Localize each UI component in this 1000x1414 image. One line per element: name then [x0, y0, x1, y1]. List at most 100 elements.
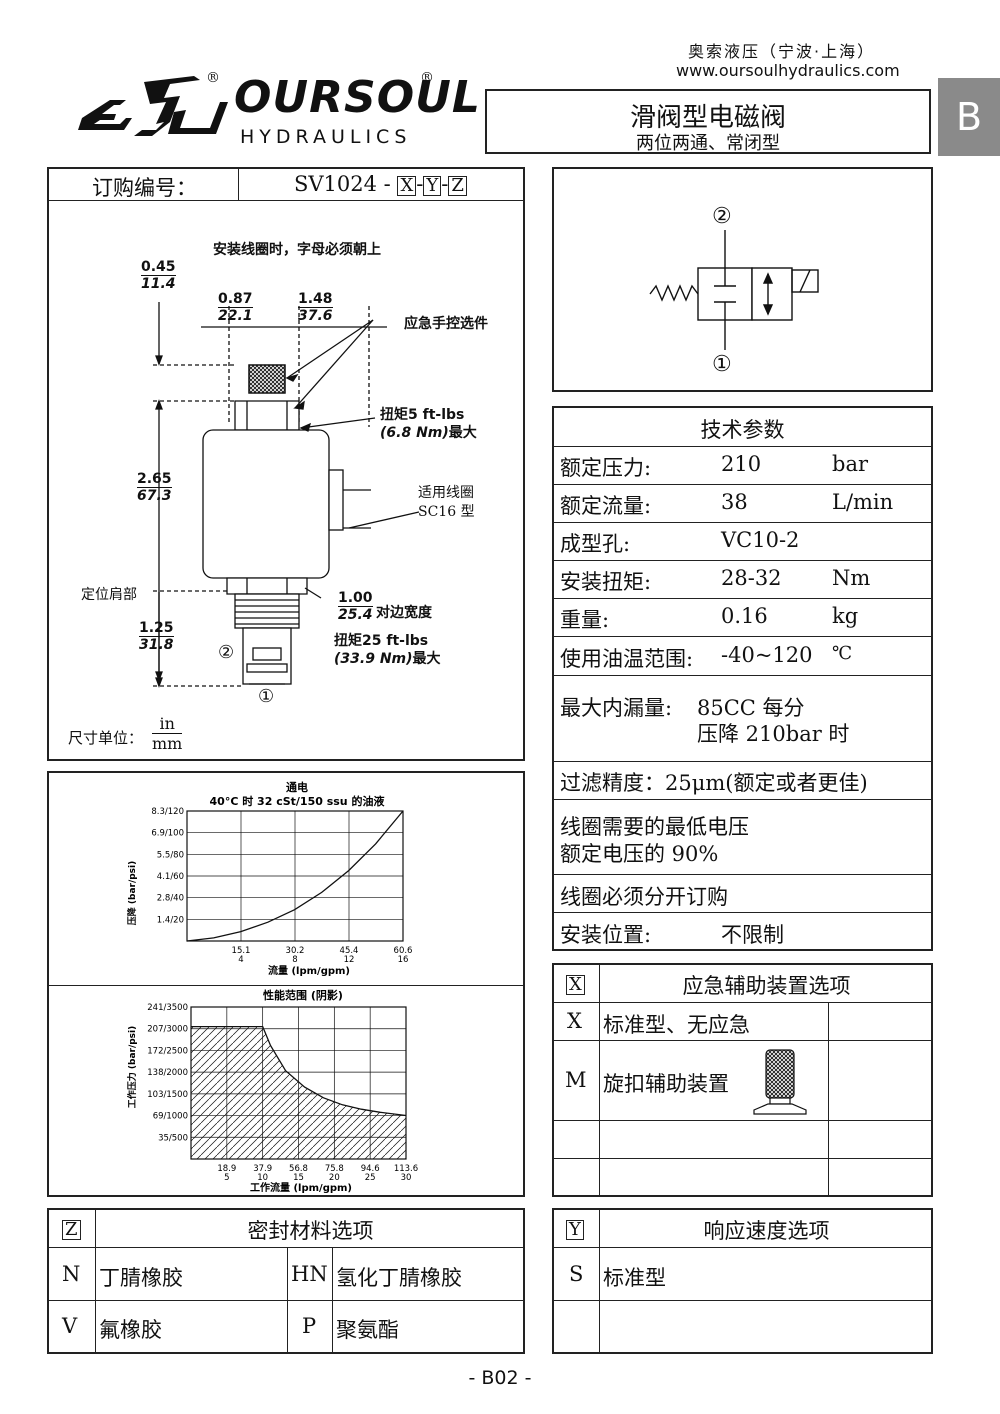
performance-range-chart: 性能范围 (阴影) 工作压力 (bar/psi) 工作流量 (lpm/gpm) … [126, 988, 418, 1194]
opt-x-key-box: X [566, 975, 585, 995]
tech-row-3-val: 28-32 [721, 566, 782, 590]
torque-body-line2: (33.9 Nm)最大 [334, 650, 441, 668]
tech-div-8 [552, 799, 933, 800]
opt-z-col-3 [332, 1247, 333, 1354]
dim-1-48-in: 1.48 [298, 291, 333, 308]
opt-x-row-1-code: M [565, 1068, 587, 1092]
company-name: 奥索液压（宁波·上海） [688, 42, 876, 61]
option-z-panel [47, 1208, 525, 1354]
manual-knob-icon [753, 1049, 807, 1115]
opt-y-col-1 [599, 1208, 600, 1354]
charts-divider [47, 985, 525, 986]
chart2-xtick-gpm: 25 [365, 1173, 376, 1183]
order-code: SV1024 - X-Y-Z [294, 172, 467, 196]
opt-x-div-1 [552, 1040, 933, 1041]
chart2-boundary-line [191, 1025, 407, 1117]
torque-nut-max: 最大 [448, 425, 477, 441]
dim-1-00-mm: 25.4 [338, 607, 373, 623]
title-box: 滑阀型电磁阀 两位两通、常闭型 [485, 89, 931, 154]
chart2-xtick-lpm: 37.9 [253, 1164, 272, 1174]
unit-in: in [152, 714, 183, 734]
pressure-drop-chart: 通电 40°C 时 32 cSt/150 ssu 的油液 压降 (bar/psi… [126, 780, 413, 977]
symbol-port-1: ① [712, 352, 732, 377]
symbol-port-2: ② [712, 204, 732, 229]
dim-0-87-mm: 22.1 [218, 308, 253, 324]
chart2-xtick-lpm: 56.8 [289, 1164, 308, 1174]
opt-y-key-box: Y [566, 1220, 584, 1240]
chart1-xtick-gpm: 12 [344, 955, 355, 965]
unit-fraction: in mm [152, 714, 183, 753]
order-code-prefix: SV1024 - [294, 172, 391, 196]
tech-div-1 [552, 484, 933, 485]
section-tab-label: B [955, 95, 983, 139]
filter-text: 过滤精度：25μm(额定或者更佳) [560, 771, 868, 795]
opt-x-div-3 [552, 1158, 933, 1159]
coil-line1: 适用线圈 [418, 485, 474, 501]
opt-x-row-0-code: X [567, 1009, 582, 1033]
tech-row-2-key: 成型孔: [560, 532, 631, 556]
tech-row-4-key: 重量: [560, 608, 610, 632]
opt-x-col-1 [599, 963, 600, 1197]
chart1-xtick-gpm: 4 [238, 955, 243, 965]
tech-row-1-key: 额定流量: [560, 494, 652, 518]
order-divider [47, 200, 525, 201]
tech-row-2-val: VC10-2 [721, 528, 800, 552]
chart2-xtick-lpm: 113.6 [394, 1164, 418, 1174]
dim-1-00-in: 1.00 [338, 590, 373, 607]
hydraulic-symbol-panel [552, 167, 933, 392]
dim-1-48: 1.48 37.6 [298, 291, 333, 324]
leak-val-1: 85CC 每分 [697, 696, 805, 720]
dim-1-25-in: 1.25 [139, 620, 174, 637]
opt-x-key: X [566, 971, 585, 995]
dim-2-65-mm: 67.3 [137, 488, 172, 504]
option-y-panel [552, 1208, 933, 1354]
chart1-xtick-gpm: 16 [398, 955, 409, 965]
coil-order-note: 线圈必须分开订购 [560, 885, 728, 909]
opt-z-row-0-d1: 丁腈橡胶 [99, 1266, 183, 1290]
chart2-ytick: 103/1500 [147, 1090, 188, 1100]
opt-y-row-0-desc: 标准型 [603, 1266, 666, 1290]
unit-label: 尺寸单位： [68, 729, 144, 747]
opt-x-div-0 [552, 1002, 933, 1003]
website-link[interactable]: www.oursoulhydraulics.com [676, 61, 900, 80]
chart2-ytick: 241/3500 [147, 1003, 188, 1013]
torque-nut-line1: 扭矩5 ft-lbs [380, 407, 465, 423]
opt-y-row-0-code: S [569, 1262, 584, 1286]
tech-div-10 [552, 912, 933, 913]
torque-body-line1: 扭矩25 ft-lbs [334, 633, 429, 649]
port-2-label: ② [218, 642, 235, 663]
page-subtitle: 两位两通、常闭型 [636, 133, 780, 154]
valve-symbol-icon [649, 230, 819, 350]
coil-label: 适用线圈 SC16 型 [418, 484, 475, 522]
opt-z-row-1-d1: 氟橡胶 [99, 1318, 162, 1342]
chart2-xtick-gpm: 20 [329, 1173, 340, 1183]
chart1-xtick-lpm: 30.2 [286, 946, 305, 956]
tech-div-0 [552, 446, 933, 447]
chart2-ytick: 207/3000 [147, 1025, 188, 1035]
tech-row-4-val: 0.16 [721, 604, 768, 628]
tech-row-3-key: 安装扭矩: [560, 570, 652, 594]
chart1-xtick-lpm: 45.4 [340, 946, 359, 956]
page-title: 滑阀型电磁阀 [629, 103, 786, 133]
chart1-xtick-lpm: 60.6 [394, 946, 413, 956]
dim-0-45-in: 0.45 [141, 259, 176, 276]
shoulder-label: 定位肩部 [81, 587, 137, 603]
chart1-xlabel: 流量 (lpm/gpm) [268, 964, 350, 977]
opt-z-key-box: Z [62, 1220, 81, 1240]
opt-z-row-0-c2: HN [291, 1262, 328, 1286]
order-y-box: Y [423, 176, 442, 196]
torque-body-label: 扭矩25 ft-lbs (33.9 Nm)最大 [334, 632, 441, 668]
tech-row-0-key: 额定压力: [560, 456, 652, 480]
opt-z-div-1 [47, 1300, 525, 1301]
opt-y-div-1 [552, 1300, 933, 1301]
torque-nut-nm: (6.8 Nm) [380, 425, 449, 441]
logo-subtext: HYDRAULICS [240, 126, 412, 148]
min-voltage-1: 线圈需要的最低电压 [560, 815, 749, 839]
hex-label: 对边宽度 [376, 605, 432, 621]
tech-row-5-val: -40~120 [721, 643, 813, 667]
chart2-ytick: 172/2500 [147, 1046, 188, 1056]
opt-x-div-2 [552, 1120, 933, 1121]
opt-z-row-0-c1: N [62, 1262, 81, 1286]
chart2-xtick-lpm: 94.6 [361, 1164, 380, 1174]
dim-0-87-in: 0.87 [218, 291, 253, 308]
